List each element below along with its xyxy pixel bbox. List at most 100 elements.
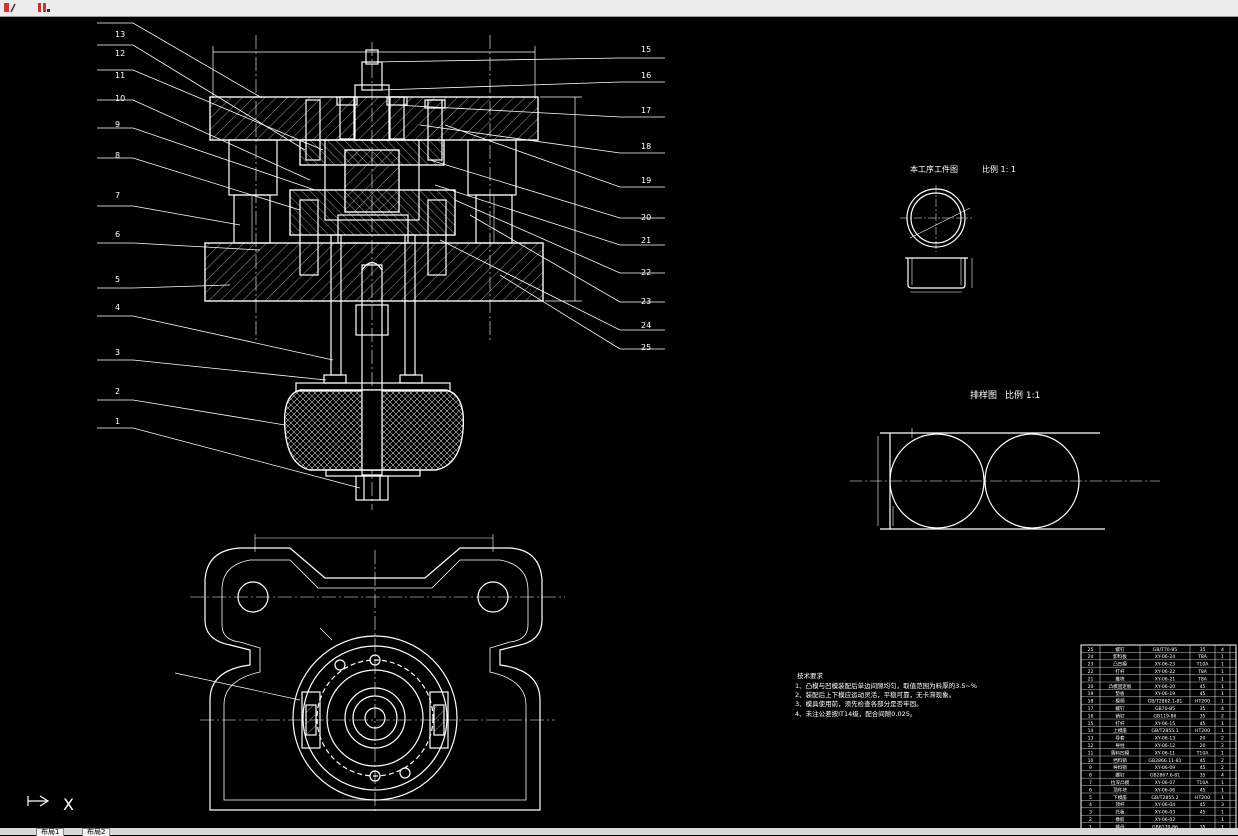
layout-tool-2-icon[interactable] <box>35 0 53 15</box>
callout-leaders <box>97 22 665 489</box>
tech-item: 1、凸模与凹模装配后单边间隙均匀，取值范围为料厚的3.5~% <box>795 681 977 690</box>
bom-cell: XY-06-13 <box>1155 736 1175 742</box>
bom-cell: XY-06-24 <box>1155 654 1175 660</box>
bom-cell: T10A <box>1196 662 1210 668</box>
bom-cell: 顶件块 <box>1113 786 1127 793</box>
callout-label: 8 <box>115 151 120 160</box>
tab-layout2[interactable]: 布局2 <box>82 828 111 836</box>
bom-cell: 6 <box>1089 787 1092 793</box>
bom-cell: 1 <box>1221 684 1224 690</box>
bom-cell: 18 <box>1088 699 1094 705</box>
bom-cell: XY-06-04 <box>1155 802 1175 808</box>
part-drawing: 本工序工件图 比例 1: 1 <box>900 164 1016 293</box>
bom-cell: 17 <box>1088 706 1094 712</box>
bom-cell: 下模座 <box>1113 794 1127 801</box>
bom-cell: 1 <box>1221 699 1224 705</box>
bom-cell: T8A <box>1197 654 1208 660</box>
bom-cell: 2 <box>1221 765 1224 771</box>
bom-cell: GB119-86 <box>1154 713 1177 719</box>
bom-cell: XY-06-15 <box>1155 721 1175 727</box>
bom-cell: 8 <box>1089 773 1092 779</box>
bom-cell: 1 <box>1221 669 1224 675</box>
bom-cell: XY-06-11 <box>1155 750 1175 756</box>
callout-label: 16 <box>641 71 651 80</box>
bom-cell: XY-06-03 <box>1155 810 1175 816</box>
bom-cell: 2 <box>1221 758 1224 764</box>
callout-label: 7 <box>115 191 120 200</box>
bom-cell: 35 <box>1200 647 1206 653</box>
bom-cell: 垫板 <box>1115 690 1125 697</box>
bom-cell: GB/T2862.1-81 <box>1148 699 1183 705</box>
bom-cell: GB6170-86 <box>1152 824 1178 829</box>
bom-cell: 1 <box>1221 780 1224 786</box>
bom-cell: 1 <box>1221 824 1224 829</box>
bom-cell: 橡胶 <box>1115 816 1125 823</box>
bom-cell: XY-06-21 <box>1155 676 1175 682</box>
bom-cell: 导料销 <box>1113 764 1127 771</box>
bom-cell: 销钉 <box>1115 712 1125 719</box>
bom-cell: 导套 <box>1115 735 1125 742</box>
callout-label: 3 <box>115 348 120 357</box>
bom-cell: 5 <box>1089 795 1092 801</box>
part-drawing-title: 本工序工件图 <box>910 164 958 174</box>
callout-label: 10 <box>115 94 125 103</box>
callout-label: 19 <box>641 176 651 185</box>
tab-layout1[interactable]: 布局1 <box>36 828 65 836</box>
bom-cell: 打杆 <box>1115 668 1125 675</box>
bom-cell: 顶杆 <box>1115 801 1125 808</box>
bom-cell: 20 <box>1200 743 1206 749</box>
bom-cell: 2 <box>1221 713 1224 719</box>
bom-cell: 14 <box>1088 728 1094 734</box>
toolbar <box>0 0 1238 17</box>
bom-cell: 20 <box>1088 684 1094 690</box>
bom-cell: XY-06-23 <box>1155 662 1175 668</box>
bom-cell: GB2866.11-81 <box>1148 758 1181 764</box>
bom-cell: 21 <box>1088 676 1094 682</box>
ucs-x-label: X <box>63 795 74 814</box>
bom-cell: 推块 <box>1115 675 1125 682</box>
bom-cell: 24 <box>1088 654 1094 660</box>
bom-cell: 45 <box>1200 691 1206 697</box>
bom-cell: 12 <box>1088 743 1094 749</box>
bom-cell: 1 <box>1221 795 1224 801</box>
bom-cell: 螺钉 <box>1115 646 1125 653</box>
bom-cell: 1 <box>1221 721 1224 727</box>
bom-cell: 35 <box>1200 773 1206 779</box>
bom-cell: 2 <box>1089 817 1092 823</box>
bom-cell: 2 <box>1221 743 1224 749</box>
tech-item: 4、未注公差按IT14级，配合间隙0.025。 <box>795 709 916 718</box>
bom-cell: GB70-85 <box>1155 706 1175 712</box>
bom-cell: GB2867.6-81 <box>1150 773 1180 779</box>
bom-cell: 45 <box>1200 787 1206 793</box>
callout-label: 1 <box>115 417 120 426</box>
bom-cell: 3 <box>1089 810 1092 816</box>
bom-cell: 13 <box>1088 736 1094 742</box>
bom-cell: 凸凹模 <box>1113 661 1127 668</box>
drawing-canvas[interactable]: 13 12 11 10 9 8 7 6 5 4 3 2 1 15 16 17 1… <box>0 17 1238 831</box>
bom-cell: 上模座 <box>1113 727 1127 734</box>
bom-cell: 35 <box>1200 713 1206 719</box>
bom-cell: GB/T2855.2 <box>1151 795 1178 801</box>
bom-cell: 1 <box>1221 654 1224 660</box>
bom-cell: HT200 <box>1195 728 1210 734</box>
bom-cell: 22 <box>1088 669 1094 675</box>
bom-cell: XY-06-09 <box>1155 765 1175 771</box>
callout-label: 5 <box>115 275 120 284</box>
bom-cell: 2 <box>1221 736 1224 742</box>
bom-cell: HT200 <box>1195 699 1210 705</box>
callout-label: 17 <box>641 106 651 115</box>
layout-tabs: 布局1 布局2 <box>0 828 1238 836</box>
callout-label: 2 <box>115 387 120 396</box>
callout-label: 11 <box>115 71 125 80</box>
tech-item: 3、模具使用前，须先检查各部分是否牢固。 <box>795 699 923 708</box>
tech-requirements: 技术要求 1、凸模与凹模装配后单边间隙均匀，取值范围为料厚的3.5~% 2、装配… <box>795 671 977 718</box>
bom-cell: 1 <box>1221 662 1224 668</box>
bom-cell: 1 <box>1221 817 1224 823</box>
bom-cell: 导柱 <box>1115 742 1125 749</box>
bom-cell: 挡料销 <box>1113 757 1127 764</box>
callout-label: 22 <box>641 268 651 277</box>
layout-tool-icon[interactable] <box>1 0 19 15</box>
layout-title: 排样图 <box>970 389 997 401</box>
callout-label: 18 <box>641 142 651 151</box>
